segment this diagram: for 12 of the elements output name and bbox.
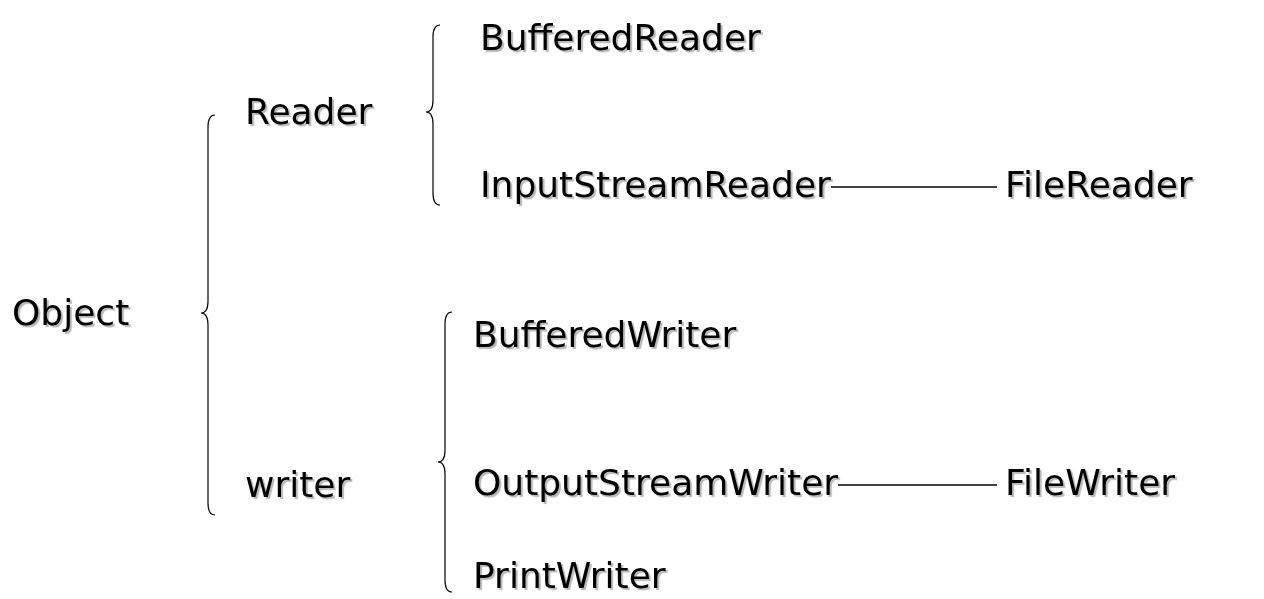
connector-line: [830, 186, 998, 188]
class-name: FileReader: [1005, 164, 1193, 206]
class-name: Reader: [245, 91, 373, 133]
class-name: FileWriter: [1005, 462, 1176, 504]
class-name: BufferedReader: [480, 17, 761, 59]
class-name: writer: [245, 464, 351, 506]
class-name: InputStreamReader: [480, 164, 831, 206]
class-name: Object: [12, 292, 130, 334]
class-name: OutputStreamWriter: [473, 462, 839, 504]
class-name: BufferedWriter: [473, 314, 737, 356]
class-name: PrintWriter: [473, 555, 666, 597]
connector-line: [837, 484, 998, 486]
